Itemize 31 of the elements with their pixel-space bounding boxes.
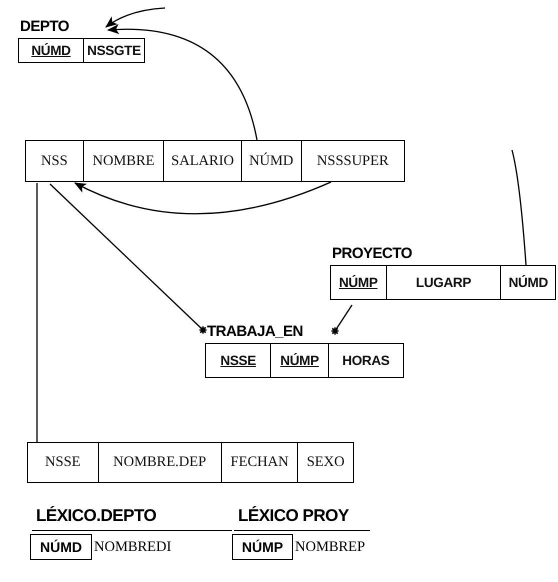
attribute-name: NOMBREP xyxy=(294,538,366,556)
attribute-name: NSS xyxy=(41,152,68,170)
connector-line xyxy=(36,183,38,442)
key-attribute: NÚMP xyxy=(232,534,293,560)
attribute-name: LUGARP xyxy=(416,275,472,290)
key-attribute: NÚMD xyxy=(31,43,71,58)
attribute-name: NOMBREDI xyxy=(93,538,172,556)
arrow xyxy=(74,181,332,214)
attribute-name: SEXO xyxy=(306,454,345,471)
attribute-name: NSSGTE xyxy=(87,43,141,58)
attribute-name: NSSSUPER xyxy=(316,152,389,170)
attribute-name: NÚMD xyxy=(249,152,294,170)
arrow xyxy=(105,7,166,28)
table-name: TRABAJA_EN xyxy=(207,323,303,340)
table-name: PROYECTO xyxy=(332,245,412,262)
attribute-name: NOMBRE.DEP xyxy=(113,454,206,471)
key-attribute: NÚMP xyxy=(338,275,378,290)
table-name: LÉXICO PROY xyxy=(234,506,370,531)
key-attribute: NÚMD xyxy=(30,534,92,560)
attribute-name: NOMBRE xyxy=(92,152,155,170)
attribute-name: SALARIO xyxy=(171,152,234,170)
attribute-name: NSSE xyxy=(45,454,81,471)
key-attribute: NSSE xyxy=(220,353,256,368)
attribute-name: FECHAN xyxy=(230,454,289,471)
attribute-name: NÚMD xyxy=(508,275,548,290)
table-name: DEPTO xyxy=(20,18,69,35)
key-attribute: NÚMP xyxy=(280,353,319,368)
table-name: LÉXICO.DEPTO xyxy=(32,506,232,531)
attribute-name: HORAS xyxy=(342,353,390,368)
connector-line xyxy=(511,150,527,266)
arrow xyxy=(107,24,258,140)
